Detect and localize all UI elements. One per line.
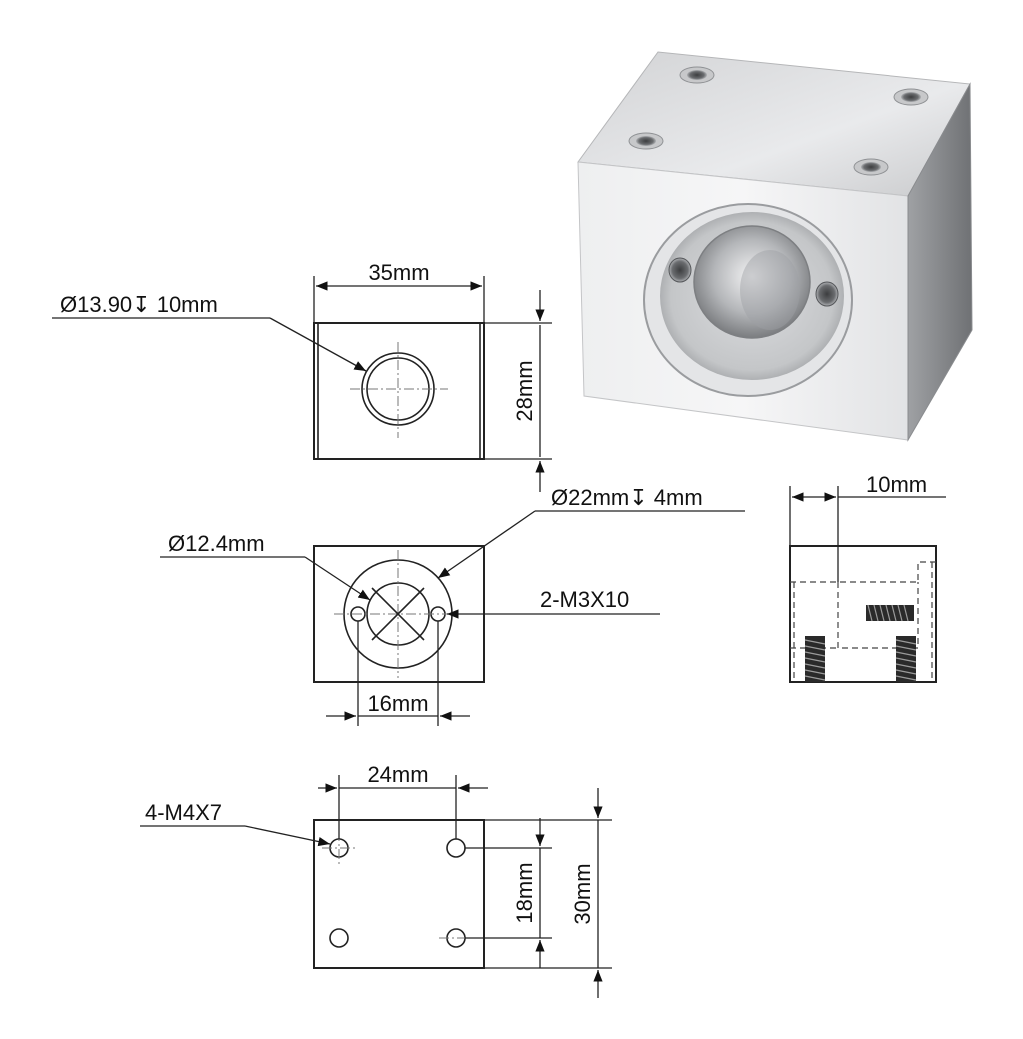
- hole-spacing-label: 16mm: [367, 691, 428, 716]
- bottom-spacing-y-label: 18mm: [512, 862, 537, 923]
- top-screw-hole: [628, 132, 664, 150]
- side-view: 10mm: [789, 472, 946, 683]
- top-screw-hole: [893, 88, 929, 106]
- block-side-face: [907, 82, 973, 442]
- bore-leader-line: [269, 317, 367, 372]
- block-3d-render: [577, 51, 973, 442]
- bore-opening: [693, 225, 811, 339]
- mount-holes-leader-line: [244, 825, 331, 847]
- front-view: Ø22mm↧ 4mm Ø12.4mm 2-M3X10 16mm: [160, 485, 745, 726]
- thread-hole-icon: [804, 636, 826, 682]
- top-bore-outer: [361, 352, 435, 426]
- nut-screw-hole-icon: [815, 281, 839, 307]
- bottom-height-label: 30mm: [570, 863, 595, 924]
- top-bore-label: Ø13.90↧ 10mm: [60, 292, 218, 317]
- m4-hole-icon: [329, 928, 349, 948]
- top-screw-hole: [679, 66, 715, 84]
- side-depth-label: 10mm: [866, 472, 927, 497]
- bottom-view: 24mm 4-M4X7 18mm 30mm: [140, 762, 612, 998]
- top-width-label: 35mm: [368, 260, 429, 285]
- nut-screw-hole-icon: [668, 257, 692, 283]
- counterbore-leader-line: [437, 510, 536, 579]
- front-bore-label: Ø12.4mm: [168, 531, 265, 556]
- top-view-outline: [313, 322, 485, 460]
- mount-holes-label: 4-M4X7: [145, 800, 222, 825]
- bottom-view-outline: [313, 819, 485, 969]
- counterbore-label: Ø22mm↧ 4mm: [551, 485, 703, 510]
- bore-inner-shade: [740, 250, 800, 330]
- top-height-label: 28mm: [512, 360, 537, 421]
- top-screw-hole: [853, 158, 889, 176]
- thread-hole-icon: [895, 636, 917, 682]
- thread-hole-icon: [866, 604, 914, 622]
- screw-label: 2-M3X10: [540, 587, 629, 612]
- bottom-spacing-x-label: 24mm: [367, 762, 428, 787]
- top-view: 35mm Ø13.90↧ 10mm 28mm: [52, 260, 552, 492]
- bore-leader-line: [304, 556, 371, 601]
